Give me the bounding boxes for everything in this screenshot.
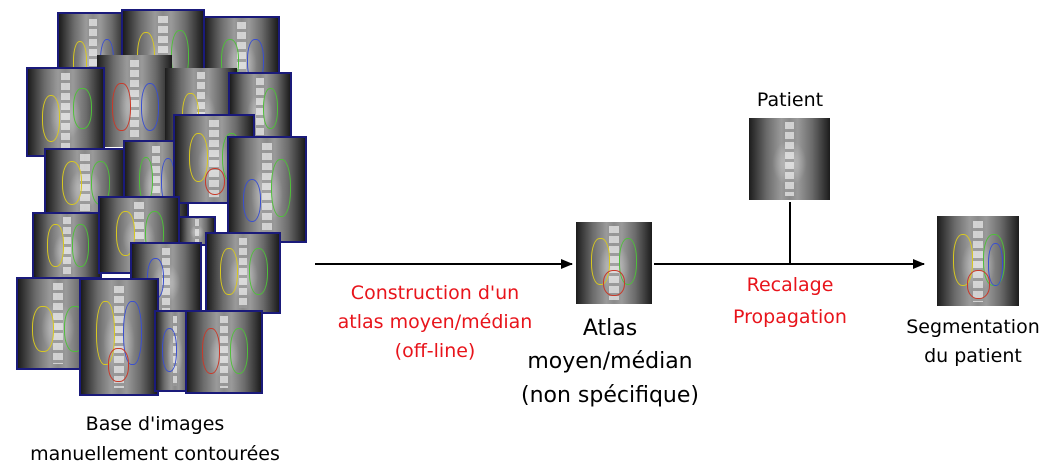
ct-thumbnail — [205, 232, 281, 314]
registration-step-line2: Propagation — [733, 306, 847, 328]
atlas-image — [576, 222, 652, 304]
segmentation-image — [937, 216, 1019, 306]
construction-step-line3: (off-line) — [394, 340, 476, 362]
atlas-label-line1: Atlas — [582, 316, 638, 341]
ct-thumbnail — [32, 212, 102, 284]
atlas-label-line2: moyen/médian — [527, 349, 693, 374]
ct-thumbnail — [26, 67, 105, 157]
database-caption-line2: manuellement contourées — [30, 443, 280, 465]
ct-thumbnail — [185, 310, 263, 394]
segmentation-label-line2: du patient — [924, 345, 1022, 367]
registration-step-line1: Recalage — [746, 274, 834, 296]
database-caption-line1: Base d'images — [85, 413, 225, 435]
segmentation-label-line1: Segmentation — [906, 316, 1040, 338]
ct-thumbnail — [44, 148, 126, 222]
ct-thumbnail — [79, 278, 159, 396]
construction-step-line2: atlas moyen/médian — [337, 311, 533, 333]
patient-label: Patient — [756, 89, 824, 111]
patient-image — [749, 118, 830, 200]
atlas-label-line3: (non spécifique) — [521, 383, 699, 408]
ct-thumbnail — [97, 55, 172, 147]
construction-step-line1: Construction d'un — [350, 282, 520, 304]
